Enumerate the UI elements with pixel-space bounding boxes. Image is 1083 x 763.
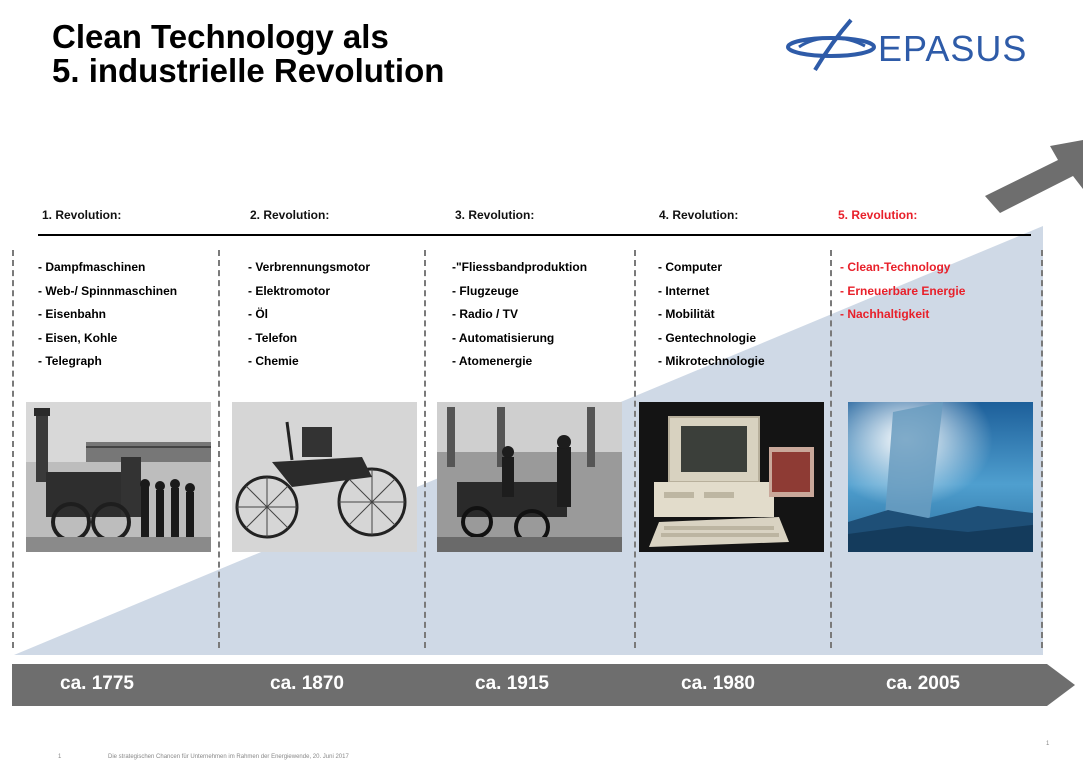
list-item: - Verbrennungsmotor [248, 260, 371, 274]
list-item: - Eisen, Kohle [38, 330, 118, 345]
logo-text: EPASUS [878, 28, 1028, 69]
revolution-4-label: 4. Revolution: [659, 208, 739, 222]
footer-page-number: 1 [58, 754, 62, 760]
slide-title: Clean Technology als 5. industrielle Rev… [52, 20, 444, 88]
revolution-5-label: 5. Revolution: [838, 208, 918, 222]
solar-panel-sky-photo [848, 402, 1033, 552]
revolution-1-items: - Dampfmaschinen - Web-/ Spinnmaschinen … [38, 256, 177, 374]
revolution-4-items: - Computer - Internet - Mobilität - Gent… [658, 256, 765, 374]
header-rule [38, 234, 1031, 236]
list-item: - Mobilität [658, 307, 715, 321]
year-1980: ca. 1980 [681, 673, 755, 694]
up-arrow-icon [985, 140, 1083, 213]
list-item: - Radio / TV [452, 307, 518, 321]
list-item: - Eisenbahn [38, 307, 107, 321]
timeline-arrow [12, 664, 1075, 706]
revolution-2-items: - Verbrennungsmotor - Elektromotor - Öl … [248, 256, 370, 374]
year-1870: ca. 1870 [270, 673, 344, 694]
title-line-1: Clean Technology als [52, 18, 389, 55]
list-item: - Gentechnologie [658, 330, 757, 345]
epasus-orbit-logo-icon [786, 18, 876, 72]
list-item: - Chemie [248, 354, 299, 368]
list-item: - Öl [248, 307, 268, 321]
personal-computer-photo [639, 402, 824, 552]
list-item: - Erneuerbare Energie [840, 283, 966, 298]
page-corner-number: 1 [1046, 741, 1050, 747]
list-item: - Mikrotechnologie [658, 354, 765, 368]
dashed-separator [634, 250, 636, 648]
list-item: - Automatisierung [452, 330, 555, 345]
list-item: - Computer [658, 260, 722, 274]
dashed-separator [218, 250, 220, 648]
list-item: - Telegraph [38, 354, 102, 368]
list-item: -"Fliessbandproduktion [452, 260, 588, 274]
list-item: - Elektromotor [248, 283, 331, 298]
list-item: - Clean-Technology [840, 260, 951, 274]
year-2005: ca. 2005 [886, 673, 960, 694]
list-item: - Flugzeuge [452, 283, 519, 298]
revolution-2-label: 2. Revolution: [250, 208, 330, 222]
list-item: - Atomenergie [452, 354, 533, 368]
year-1775: ca. 1775 [60, 673, 134, 694]
revolution-3-label: 3. Revolution: [455, 208, 535, 222]
dashed-separator [12, 250, 14, 648]
steam-locomotive-photo [26, 402, 211, 552]
benz-motorwagen-photo [232, 402, 417, 552]
list-item: - Dampfmaschinen [38, 260, 146, 274]
assembly-line-photo [437, 402, 622, 552]
footer-text: Die strategischen Chancen für Unternehme… [108, 754, 349, 760]
dashed-separator [830, 250, 832, 648]
revolution-5-items: - Clean-Technology - Erneuerbare Energie… [840, 256, 965, 327]
epasus-logo: EPASUS [785, 16, 1055, 76]
revolution-3-items: -"Fliessbandproduktion - Flugzeuge - Rad… [452, 256, 587, 374]
dashed-separator [424, 250, 426, 648]
list-item: - Nachhaltigkeit [840, 307, 930, 321]
title-line-2: 5. industrielle Revolution [52, 52, 445, 89]
year-1915: ca. 1915 [475, 673, 549, 694]
list-item: - Telefon [248, 330, 298, 345]
revolution-1-label: 1. Revolution: [42, 208, 122, 222]
list-item: - Web-/ Spinnmaschinen [38, 283, 178, 298]
dashed-separator [1041, 250, 1043, 648]
list-item: - Internet [658, 283, 710, 298]
